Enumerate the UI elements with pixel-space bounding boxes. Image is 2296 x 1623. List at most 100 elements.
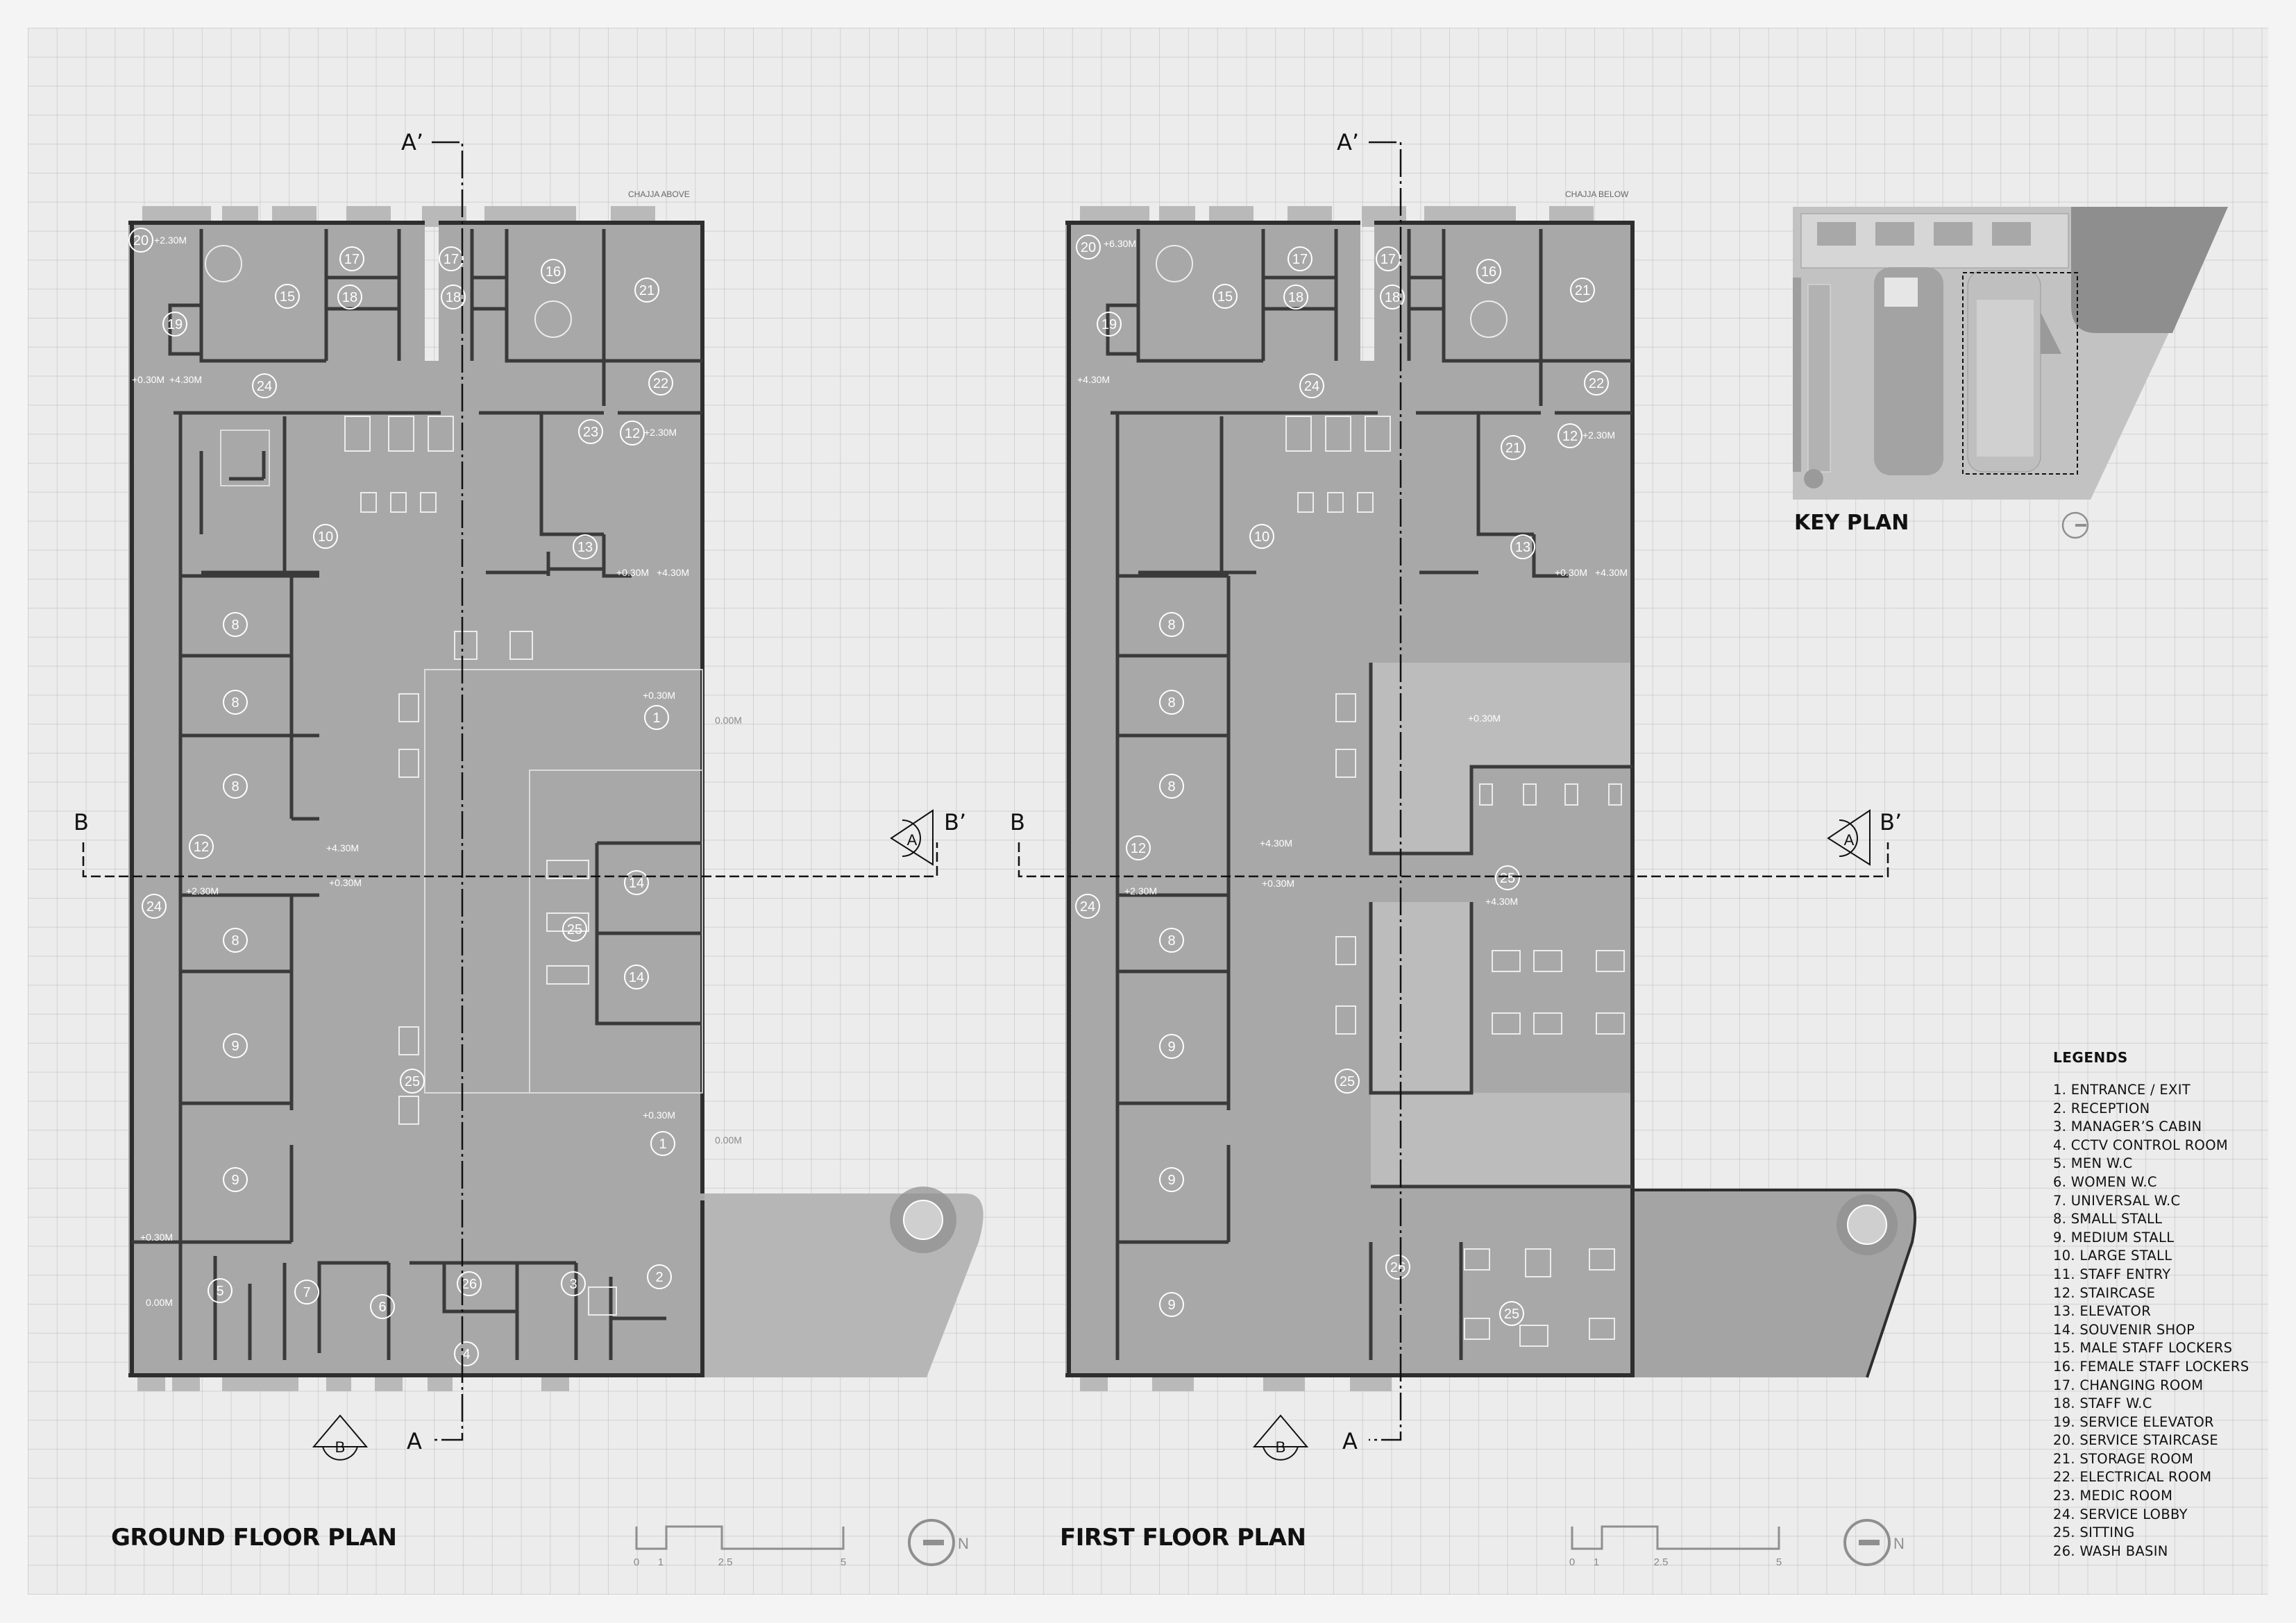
room-number-marker: 10 (313, 524, 338, 549)
svg-text:+4.30M: +4.30M (1260, 838, 1292, 849)
furniture-lines (220, 430, 703, 1094)
svg-text:0.00M: 0.00M (146, 1297, 173, 1308)
legend-item: 26. WASH BASIN (2053, 1543, 2168, 1559)
legend-item: 21. STORAGE ROOM (2053, 1450, 2194, 1467)
svg-text:+0.30M: +0.30M (140, 1232, 173, 1243)
legend-item: 1. ENTRANCE / EXIT (2053, 1082, 2191, 1098)
section-marker-a-icon: A (890, 809, 934, 866)
chajja-bottom (137, 1377, 569, 1391)
svg-text:8: 8 (1167, 779, 1175, 794)
room-number-marker: 26 (457, 1271, 482, 1296)
room-number-marker: 15 (275, 284, 300, 309)
room-number-marker: 14 (624, 965, 649, 989)
room-number-marker: 24 (1075, 894, 1100, 919)
room-number-marker: 18 (1380, 284, 1405, 309)
legend-item: 16. FEMALE STAFF LOCKERS (2053, 1358, 2249, 1375)
room-number-marker: 25 (400, 1069, 425, 1094)
svg-text:+0.30M: +0.30M (643, 1110, 675, 1121)
room-number-marker: 20 (1076, 235, 1101, 260)
ground-floor-levels: +2.30M +0.30M +4.30M +2.30M +0.30M +4.30… (132, 235, 742, 1308)
svg-text:19: 19 (167, 317, 183, 332)
section-a-top-label: A’ (401, 129, 423, 155)
legend-item: 12. STAIRCASE (2053, 1284, 2156, 1301)
section-marker-b-icon: B (312, 1414, 369, 1461)
room-number-marker: 18 (1283, 284, 1308, 309)
section-line-a (432, 141, 464, 1441)
legend-item: 18. STAFF W.C (2053, 1395, 2152, 1412)
svg-text:+4.30M: +4.30M (326, 842, 359, 853)
room-number-marker: 19 (1097, 312, 1122, 337)
svg-text:15: 15 (280, 289, 295, 305)
room-number-marker: 9 (223, 1033, 248, 1058)
room-number-marker: 3 (561, 1271, 586, 1296)
first-floor-levels: +6.30M +4.30M +2.30M +0.30M +4.30M +0.30… (1077, 238, 1628, 907)
svg-text:2: 2 (655, 1270, 663, 1285)
svg-text:24: 24 (257, 379, 272, 394)
svg-text:+2.30M: +2.30M (154, 235, 187, 246)
svg-text:+0.30M: +0.30M (1468, 713, 1501, 724)
svg-text:12: 12 (194, 840, 209, 855)
svg-text:18: 18 (446, 290, 461, 305)
room-number-marker: 14 (624, 870, 649, 895)
svg-text:+4.30M: +4.30M (1595, 567, 1628, 578)
room-number-marker: 12 (1558, 423, 1582, 448)
svg-text:26: 26 (462, 1277, 477, 1292)
svg-text:8: 8 (1167, 618, 1175, 633)
svg-text:2.5: 2.5 (718, 1556, 733, 1568)
room-number-marker: 6 (370, 1294, 395, 1319)
svg-text:+2.30M: +2.30M (1582, 430, 1615, 441)
room-number-marker: 8 (223, 612, 248, 637)
svg-text:15: 15 (1217, 289, 1233, 305)
legend-item: 17. CHANGING ROOM (2053, 1377, 2204, 1393)
svg-text:26: 26 (1390, 1260, 1406, 1275)
svg-text:21: 21 (1575, 283, 1590, 298)
svg-text:22: 22 (1589, 376, 1604, 391)
svg-text:+6.30M: +6.30M (1104, 238, 1136, 249)
room-number-marker: 8 (223, 928, 248, 953)
section-b-right-label: B’ (944, 809, 966, 835)
room-number-marker: 18 (337, 284, 362, 309)
room-number-marker: 8 (1159, 928, 1184, 953)
room-number-marker: 21 (1501, 435, 1526, 460)
room-number-marker: 13 (1510, 534, 1535, 559)
svg-text:25: 25 (1500, 871, 1515, 886)
room-number-marker: 8 (223, 774, 248, 799)
room-number-marker: 16 (1476, 259, 1501, 284)
svg-text:12: 12 (1562, 429, 1578, 444)
room-number-marker: 8 (1159, 774, 1184, 799)
legend-item: 6. WOMEN W.C (2053, 1173, 2157, 1190)
svg-text:8: 8 (231, 618, 239, 633)
legend-item: 22. ELECTRICAL ROOM (2053, 1469, 2212, 1486)
svg-text:16: 16 (546, 264, 561, 280)
scale-bar-first: 0 1 2.5 5 (1569, 1525, 1782, 1568)
room-number-marker: 4 (454, 1341, 479, 1366)
room-number-marker: 8 (223, 690, 248, 715)
first-floor-title: FIRST FLOOR PLAN (1060, 1524, 1306, 1552)
room-number-marker: 9 (1159, 1034, 1184, 1059)
legend-item: 8. SMALL STALL (2053, 1211, 2163, 1227)
svg-text:14: 14 (629, 970, 644, 985)
room-number-marker: 1 (650, 1131, 675, 1156)
room-number-marker: 18 (441, 284, 466, 309)
room-number-marker: 7 (294, 1280, 319, 1305)
room-number-marker: 17 (339, 246, 364, 271)
svg-text:+0.30M: +0.30M (1555, 567, 1587, 578)
legend-item: 3. MANAGER’S CABIN (2053, 1119, 2202, 1135)
room-number-marker: 9 (1159, 1292, 1184, 1317)
void-north (1371, 663, 1471, 853)
svg-text:9: 9 (231, 1039, 239, 1054)
svg-text:A: A (907, 831, 918, 849)
svg-text:+0.30M: +0.30M (643, 690, 675, 701)
room-number-marker: 17 (1288, 246, 1312, 271)
void-northeast (1471, 663, 1635, 767)
svg-text:21: 21 (639, 283, 655, 298)
svg-text:8: 8 (231, 695, 239, 711)
svg-text:17: 17 (344, 252, 360, 267)
north-arrow-icon: N (908, 1519, 969, 1566)
legend-item: 20. SERVICE STAIRCASE (2053, 1432, 2219, 1449)
svg-text:16: 16 (1481, 264, 1496, 280)
